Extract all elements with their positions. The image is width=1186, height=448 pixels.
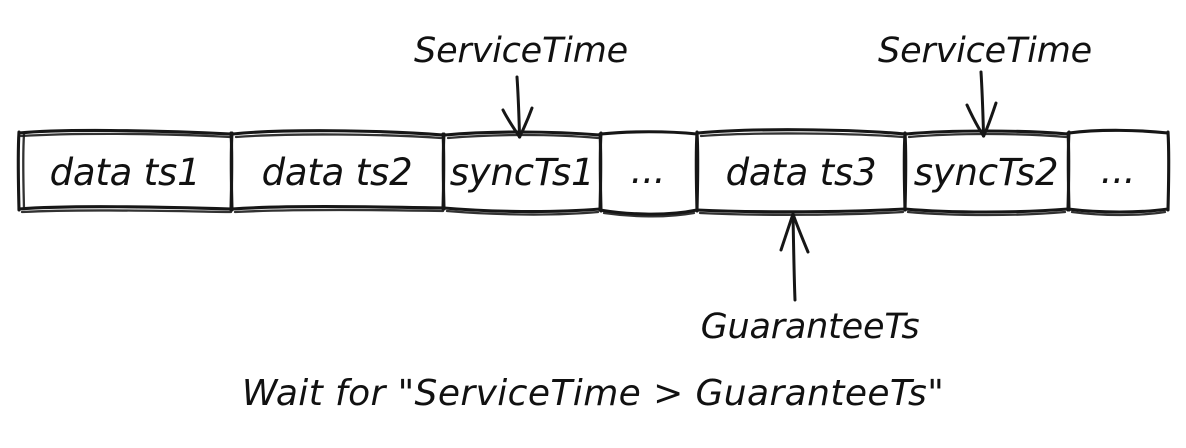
cell-outline-ellipsis-2 [1066, 128, 1171, 217]
annotation-guarantee-ts: GuaranteeTs [701, 212, 920, 347]
timeline-cell-labels: data ts1 data ts2 syncTs1 ... data ts3 s… [50, 149, 1136, 194]
cell-label-data-ts1: data ts1 [50, 151, 201, 194]
arrow-down-icon-service-time-1 [501, 75, 534, 139]
annotation-label-guarantee-ts: GuaranteeTs [701, 307, 920, 347]
annotation-service-time-1: ServiceTime [414, 31, 628, 139]
cell-label-sync-ts1: syncTs1 [450, 151, 595, 194]
diagram-caption: Wait for "ServiceTime > GuaranteeTs" [242, 373, 944, 414]
cell-label-data-ts3: data ts3 [726, 151, 877, 194]
cell-label-ellipsis-2: ... [1101, 149, 1136, 192]
annotation-label-service-time-2: ServiceTime [878, 31, 1092, 71]
cell-label-data-ts2: data ts2 [262, 151, 413, 194]
arrow-down-icon-service-time-2 [965, 70, 998, 138]
arrow-up-icon-guarantee-ts [779, 212, 810, 302]
cell-label-sync-ts2: syncTs2 [914, 151, 1059, 194]
annotation-label-service-time-1: ServiceTime [414, 31, 628, 71]
annotation-service-time-2: ServiceTime [878, 31, 1092, 138]
cell-label-ellipsis-1: ... [631, 149, 666, 192]
cell-outline-data-ts1 [16, 128, 234, 214]
